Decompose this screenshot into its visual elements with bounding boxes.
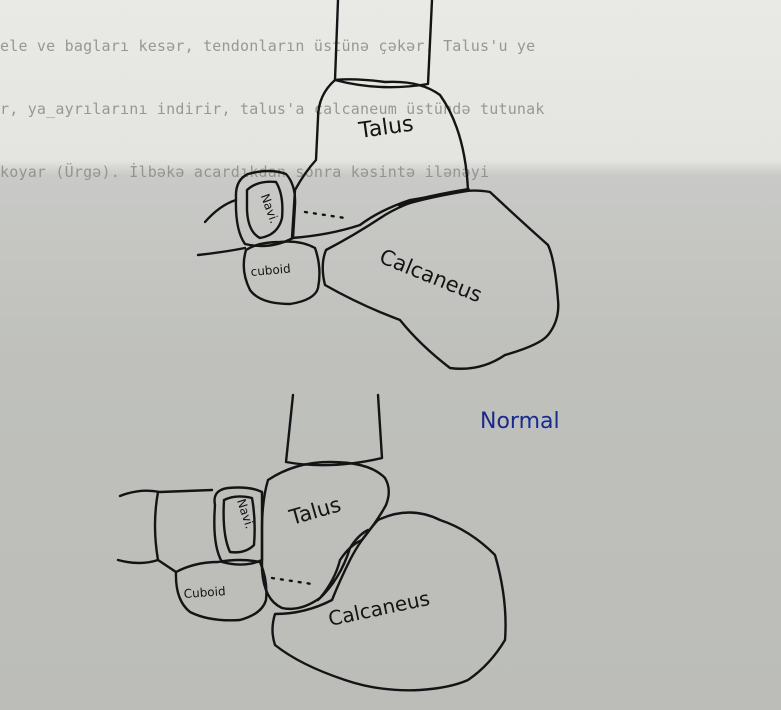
bottom-metatarsal-lower	[118, 560, 176, 572]
bottom-dotted-line	[272, 578, 312, 584]
top-metatarsal-upper	[205, 200, 236, 222]
bottom-talus-label: Talus	[286, 492, 344, 530]
normal-caption: Normal	[480, 409, 560, 434]
bottom-talus	[262, 462, 389, 609]
bottom-calcaneus-label: Calcaneus	[326, 586, 432, 631]
top-metatarsal-lower	[198, 248, 245, 255]
top-talus-label: Talus	[356, 112, 415, 145]
bottom-cuboid-label: Cuboid	[183, 584, 226, 601]
top-navicular-label: Navi.	[258, 192, 282, 226]
top-foot-figure	[198, 0, 558, 369]
bottom-tibia	[286, 395, 382, 465]
top-tibia	[335, 0, 432, 87]
top-joint-line	[400, 190, 468, 205]
bottom-metatarsal-shaft	[155, 492, 158, 560]
top-calcaneus-label: Calcaneus	[376, 244, 485, 307]
bottom-metatarsal-upper	[120, 490, 212, 496]
top-talus	[292, 79, 468, 238]
bottom-foot-figure	[118, 395, 506, 690]
top-dotted-line	[305, 212, 345, 218]
top-cuboid-label: cuboid	[250, 262, 291, 279]
